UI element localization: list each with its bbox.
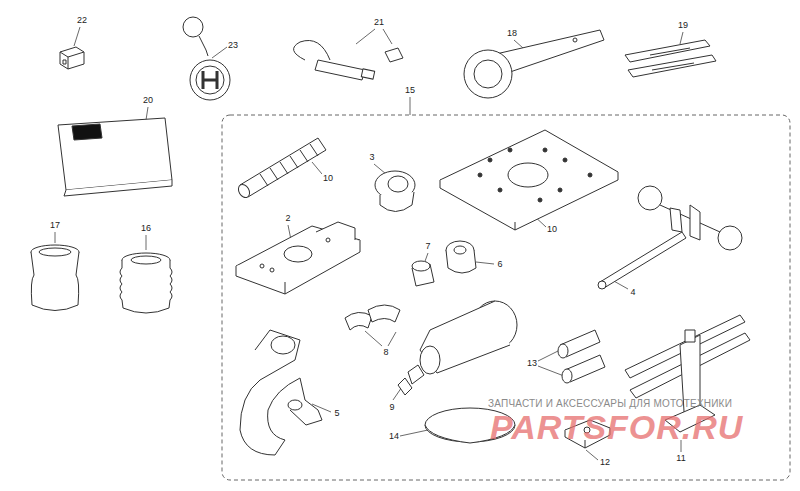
- callout-number: 21: [373, 17, 385, 27]
- callout-number: 23: [227, 40, 239, 50]
- callout-number: 5: [333, 408, 340, 418]
- callout-number: 4: [629, 287, 636, 297]
- callout-number: 17: [49, 220, 61, 230]
- callout-number: 2: [284, 213, 291, 223]
- callout-number: 6: [496, 259, 503, 269]
- callout-number: 13: [526, 358, 538, 368]
- callout-number: 15: [404, 85, 416, 95]
- watermark: PARTSFOR.RU: [490, 408, 743, 447]
- callout-number: 18: [506, 28, 518, 38]
- callout-number: 19: [677, 20, 689, 30]
- callout-number: 20: [142, 95, 154, 105]
- callout-number: 16: [140, 223, 152, 233]
- watermark: ЗАПЧАСТИ И АКСЕССУАРЫ ДЛЯ МОТОТЕХНИКИ: [488, 398, 732, 409]
- callout-number: 9: [388, 402, 395, 412]
- callout-number: 14: [388, 431, 400, 441]
- callout-number: 3: [368, 152, 375, 162]
- callout-number: 10: [546, 224, 558, 234]
- callout-number: 12: [599, 457, 611, 467]
- callout-number: 10: [322, 173, 334, 183]
- callout-number: 11: [675, 453, 686, 463]
- callout-number: 8: [382, 347, 389, 357]
- callout-number: 7: [424, 241, 431, 251]
- callout-number: 22: [76, 15, 88, 25]
